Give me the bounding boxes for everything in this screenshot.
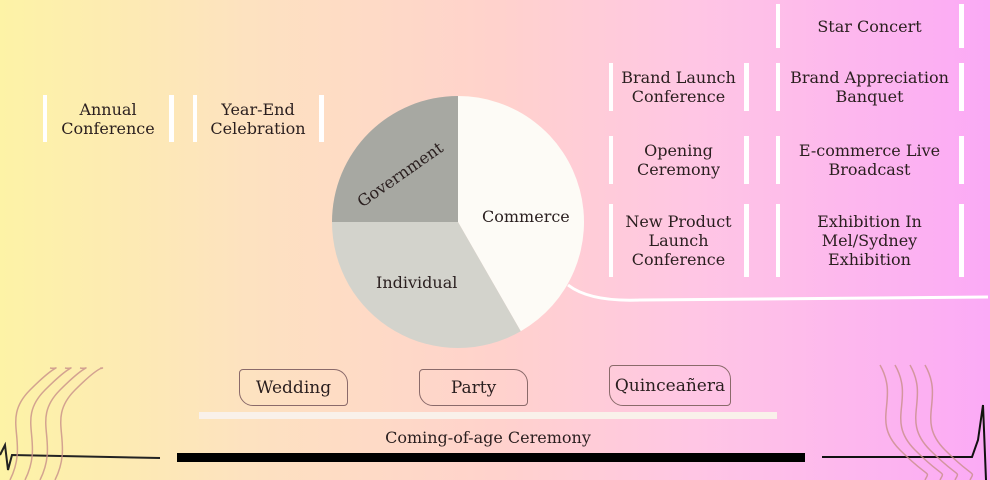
pie-label-individual: Individual xyxy=(376,273,458,292)
dark-bar xyxy=(177,453,805,462)
event-box: E-commerce Live Broadcast xyxy=(776,136,964,184)
pie-label-commerce: Commerce xyxy=(482,207,570,226)
event-box: Star Concert xyxy=(776,4,964,48)
event-box: Annual Conference xyxy=(43,95,174,142)
tag-quinceanera: Quinceañera xyxy=(609,365,731,406)
tag-party: Party xyxy=(419,369,528,406)
pie-chart xyxy=(332,96,585,348)
event-box: Brand Launch Conference xyxy=(609,63,749,111)
event-box: Year-End Celebration xyxy=(193,95,324,142)
light-bar xyxy=(199,412,777,419)
wave-pattern-left xyxy=(9,367,104,480)
event-box: Brand Appreciation Banquet xyxy=(776,63,964,111)
left-pulse-line xyxy=(0,441,161,471)
pie-slice-commerce xyxy=(458,96,585,332)
pie-slice-government xyxy=(332,96,458,222)
event-box: New Product Launch Conference xyxy=(609,204,749,277)
wave-pattern-right xyxy=(879,364,974,480)
tag-wedding: Wedding xyxy=(239,369,348,406)
event-box: Opening Ceremony xyxy=(609,136,749,184)
event-box: Exhibition In Mel/Sydney Exhibition xyxy=(776,204,964,277)
bottom-label: Coming-of-age Ceremony xyxy=(385,428,591,447)
pie-slice-individual xyxy=(332,222,521,348)
brush-stroke xyxy=(567,283,989,302)
